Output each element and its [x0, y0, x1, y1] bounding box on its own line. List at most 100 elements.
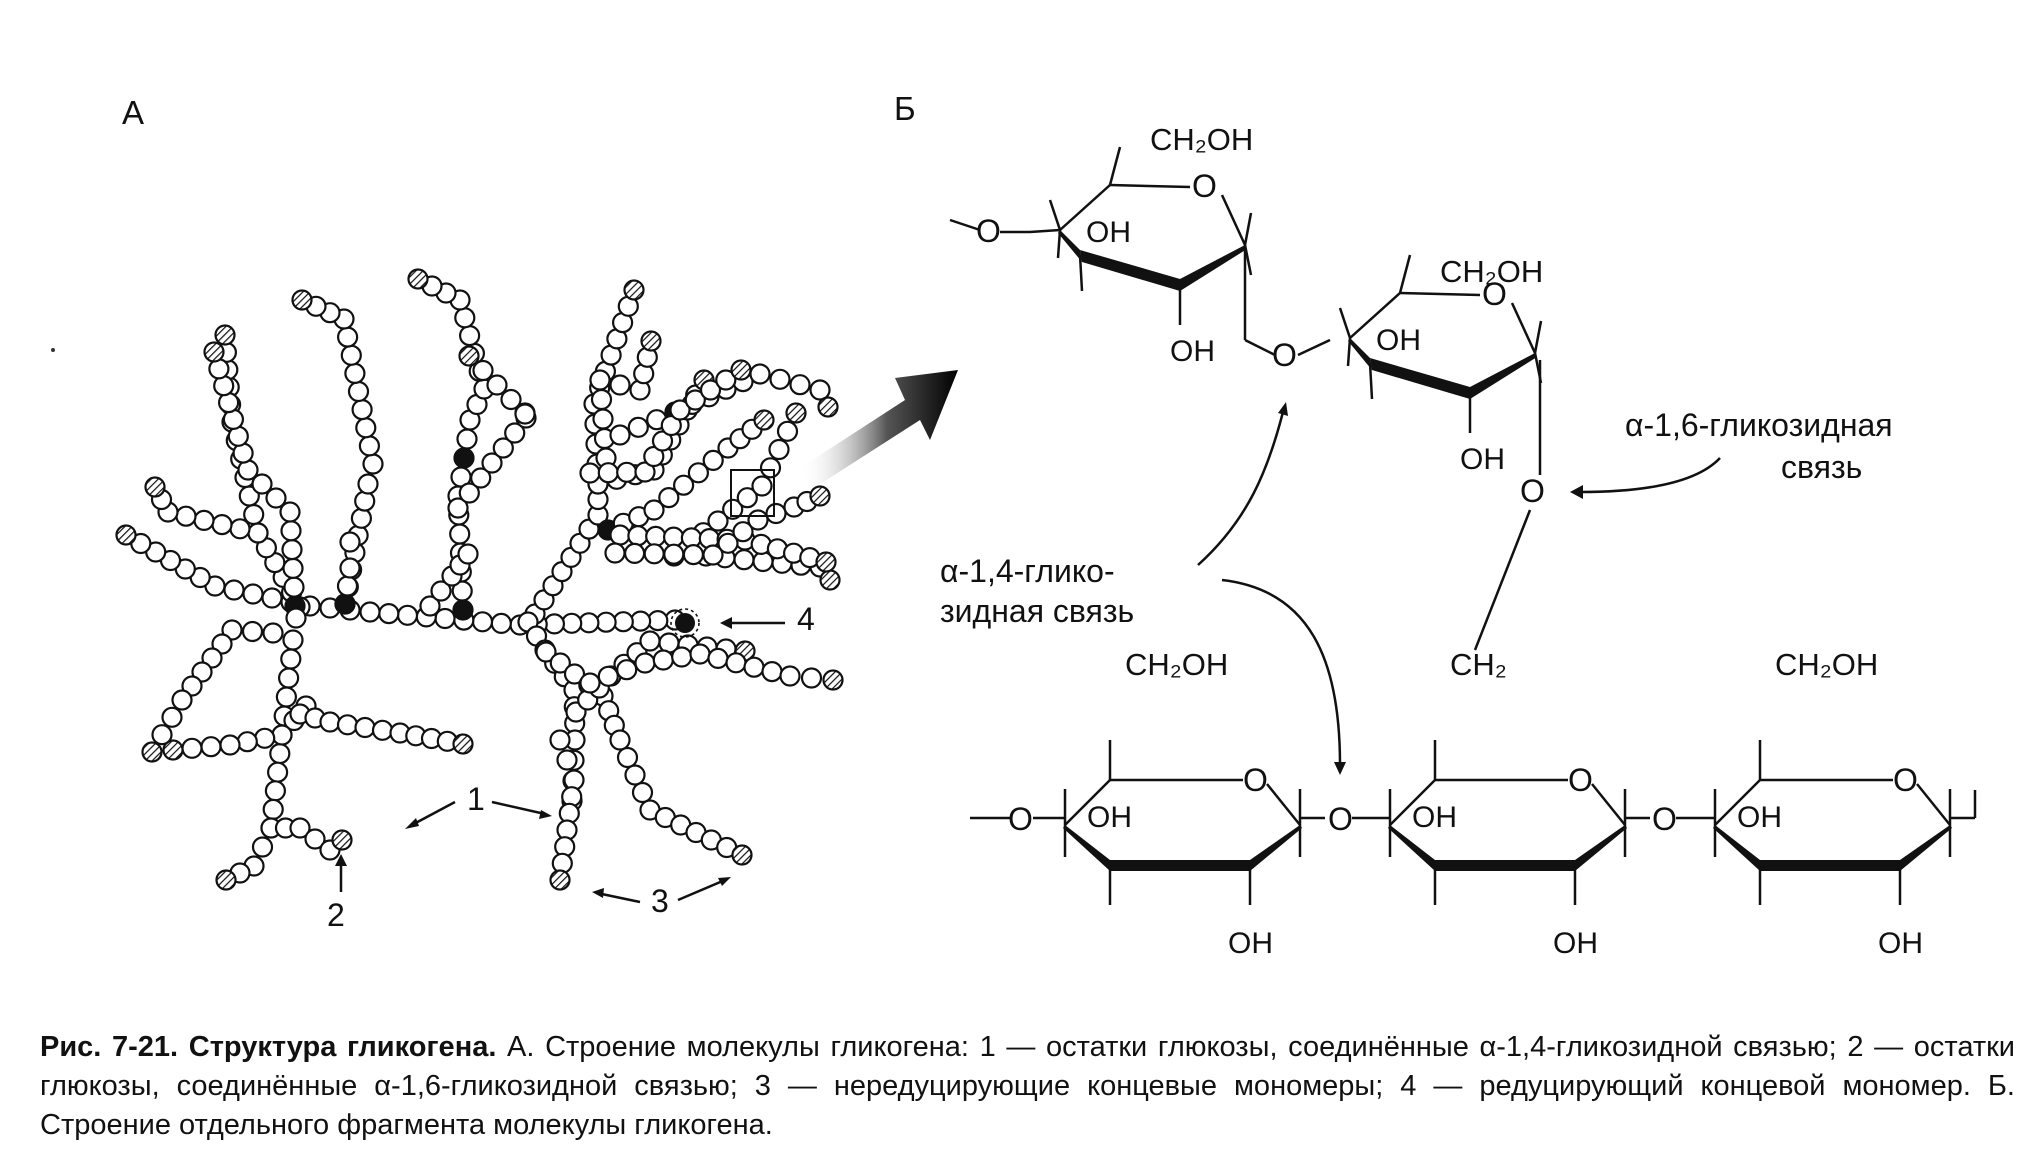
- glucose-residue: [282, 629, 304, 651]
- glucose-residue: [671, 646, 693, 668]
- bond: [1398, 254, 1412, 294]
- glucose-residue: [454, 307, 476, 329]
- svg-text:связь: связь: [1781, 449, 1862, 485]
- hydroxyl-group: OH: [1170, 335, 1215, 368]
- bold-bond: [1713, 825, 1760, 871]
- nonreducing-end-residue: [203, 341, 225, 363]
- bond: [1244, 338, 1276, 357]
- glucose-residue: [247, 522, 269, 544]
- glucose-residue: [589, 369, 611, 391]
- glucose-residue: [643, 499, 665, 521]
- glucose-residue: [262, 798, 284, 821]
- ch2oh-group: CH₂OH: [1125, 647, 1228, 682]
- caption-title: Рис. 7-21. Структура гликогена.: [40, 1031, 497, 1063]
- glucose-residue: [304, 828, 326, 850]
- glucose-residue: [639, 630, 661, 652]
- panel-a-label: А: [122, 94, 144, 131]
- glucose-residue: [347, 380, 370, 403]
- glucose-residue: [201, 647, 223, 669]
- nonreducing-end-residue: [623, 279, 645, 301]
- glucose-residue: [289, 817, 311, 839]
- bold-bond: [1250, 825, 1302, 871]
- glycogen-branch-tree: [115, 268, 844, 891]
- hydroxyl-group: OH: [1228, 927, 1273, 960]
- glucose-residue: [699, 379, 722, 401]
- glucose-residue: [579, 672, 601, 694]
- glucose-residue: [492, 437, 514, 459]
- glucose-residue: [449, 523, 471, 545]
- nonreducing-end-residue: [815, 551, 837, 573]
- glucose-residue: [687, 462, 710, 484]
- glucose-residue: [549, 729, 571, 751]
- glucose-residue: [181, 675, 203, 697]
- hydroxyl-group: OH: [1878, 927, 1923, 960]
- bond: [1389, 779, 1436, 826]
- svg-text:1: 1: [467, 781, 485, 817]
- ring-oxygen: O: [1192, 168, 1217, 204]
- glucose-residue: [631, 781, 654, 804]
- glucose-residue: [193, 509, 215, 532]
- ring-oxygen: O: [1243, 762, 1268, 798]
- glycosidic-oxygen: O: [1272, 337, 1297, 373]
- residue-chain: [579, 643, 844, 694]
- glucose-residue: [717, 532, 739, 554]
- nonreducing-end-residue: [730, 359, 752, 381]
- residue-chain: [334, 531, 361, 615]
- glucose-residue: [211, 513, 233, 536]
- glucose-residue: [354, 716, 376, 739]
- bond: [1048, 199, 1062, 231]
- glucose-residue: [221, 619, 243, 641]
- bond: [1510, 302, 1537, 354]
- svg-text:4: 4: [797, 601, 815, 637]
- nonreducing-end-residue: [822, 669, 844, 691]
- hydroxyl-group: OH: [1737, 801, 1782, 834]
- hydroxyl-group: OH: [1376, 324, 1421, 357]
- bold-bond: [1110, 860, 1250, 871]
- glucose-residue: [629, 610, 652, 632]
- glucose-residue: [481, 452, 503, 474]
- bond: [1029, 228, 1061, 234]
- glucose-residue: [652, 649, 674, 671]
- glucose-residue: [242, 583, 264, 605]
- nonreducing-end-residue: [214, 324, 236, 346]
- glucose-residue: [627, 525, 649, 547]
- nonreducing-end-residue: [819, 569, 841, 591]
- bond: [1297, 338, 1331, 357]
- bold-bond: [1388, 825, 1435, 871]
- ring-oxygen: O: [1893, 762, 1918, 798]
- glucose-residue: [500, 388, 522, 411]
- glucose-residue: [371, 719, 394, 741]
- glucose-residue: [765, 502, 787, 525]
- glucose-residue: [181, 737, 203, 759]
- branch-point-residue: [334, 593, 356, 615]
- bold-bond: [1370, 358, 1470, 399]
- marker-1: 1: [405, 781, 552, 829]
- ch2oh-group: CH₂OH: [1440, 254, 1543, 289]
- glucose-residue: [579, 462, 601, 484]
- glucose-residue: [280, 648, 302, 670]
- glucose-residue: [271, 724, 293, 746]
- glucose-residue: [689, 643, 711, 665]
- nonreducing-end-residue: [731, 844, 753, 866]
- bold-bond: [1760, 860, 1900, 871]
- glucose-residue: [645, 525, 667, 548]
- glucose-residue: [171, 689, 193, 711]
- glycosidic-oxygen: O: [1328, 801, 1353, 837]
- glucose-residue: [285, 607, 307, 629]
- glucose-residue: [604, 542, 626, 564]
- glycosidic-oxygen: O: [1008, 801, 1033, 837]
- nonreducing-end-residue: [141, 741, 163, 763]
- glucose-residue: [663, 543, 685, 565]
- nonreducing-end-residue: [809, 485, 831, 507]
- glucose-residue: [624, 764, 646, 786]
- glucose-residue: [219, 734, 241, 756]
- bond: [1059, 184, 1111, 231]
- bond: [1591, 783, 1626, 826]
- residue-chain: [289, 703, 474, 755]
- bond: [1243, 212, 1253, 246]
- glucose-residue: [616, 461, 638, 483]
- glucose-residue: [355, 417, 377, 439]
- glucose-residue: [430, 580, 452, 602]
- glucose-residue: [563, 663, 586, 685]
